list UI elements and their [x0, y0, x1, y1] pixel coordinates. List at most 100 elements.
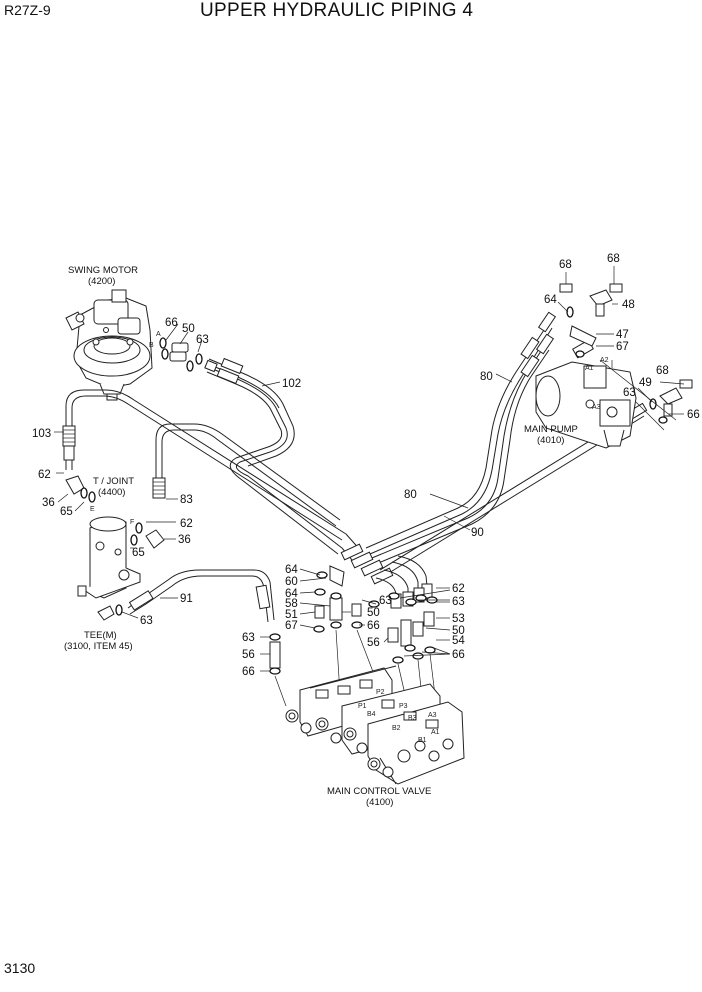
swing-motor-fittings: [159, 337, 203, 372]
callout-60: 60: [285, 576, 298, 588]
callout-68: 68: [656, 365, 669, 377]
callout-54: 54: [452, 635, 465, 647]
callout-66: 66: [452, 649, 465, 661]
o-ring-67-pump: [575, 350, 585, 358]
callout-50: 50: [182, 323, 195, 335]
swing-motor-code: (4200): [88, 276, 115, 287]
callout-numbers: 68 68 64 48 47 67 68 49 63 66 80 80 90 6…: [32, 253, 700, 678]
valve-fittings: [269, 565, 439, 721]
swing-motor-drawing: [65, 289, 153, 401]
adapter-56-right: [400, 619, 412, 647]
callout-64: 64: [285, 564, 298, 576]
leader-lines: [54, 266, 685, 672]
main-control-valve-drawing: [285, 665, 465, 785]
o-ring-66-pump: [658, 416, 668, 424]
main-control-valve-label: MAIN CONTROL VALVE: [327, 786, 431, 797]
callout-64: 64: [544, 294, 557, 306]
port-a1v-label: A1: [431, 729, 440, 736]
port-a3v-label: A3: [428, 712, 437, 719]
callout-51: 51: [285, 609, 298, 621]
callout-103: 103: [32, 428, 51, 440]
port-a2-label: A2: [600, 357, 609, 364]
port-b4-label: B4: [367, 711, 376, 718]
callout-63: 63: [623, 387, 636, 399]
page-title: UPPER HYDRAULIC PIPING 4: [200, 0, 474, 21]
callout-48: 48: [622, 299, 635, 311]
callout-67: 67: [285, 620, 298, 632]
port-b2-label: B2: [392, 725, 401, 732]
main-pump-label: MAIN PUMP: [524, 424, 578, 435]
callout-47: 47: [616, 329, 629, 341]
port-b1-label: B1: [418, 737, 427, 744]
callout-66: 66: [367, 620, 380, 632]
port-p3-label: P3: [399, 703, 408, 710]
callout-66: 66: [242, 666, 255, 678]
swing-motor-label: SWING MOTOR: [68, 265, 138, 276]
port-b3-label: B3: [408, 715, 417, 722]
callout-36: 36: [42, 497, 55, 509]
callout-65: 65: [132, 547, 145, 559]
callout-63: 63: [242, 632, 255, 644]
callout-49: 49: [639, 377, 652, 389]
port-a3-label: A3: [592, 404, 601, 411]
o-ring-63-swing: [195, 353, 203, 365]
callout-80: 80: [404, 489, 417, 501]
tee-label: TEE(M): [84, 630, 117, 641]
t-joint-label: T / JOINT: [93, 476, 134, 487]
adapter-58: [329, 597, 343, 621]
callout-63: 63: [379, 595, 392, 607]
callout-63: 63: [196, 334, 209, 346]
o-ring-64-left: [316, 571, 328, 579]
callout-67: 67: [616, 341, 629, 353]
port-a-label: A: [156, 331, 161, 338]
callout-80: 80: [480, 371, 493, 383]
connector-50-right: [412, 621, 424, 637]
callout-63: 63: [140, 615, 153, 627]
port-a1-label: A1: [585, 365, 594, 372]
callout-62: 62: [452, 583, 465, 595]
port-p1-label: P1: [358, 703, 367, 710]
o-ring-65-tjoint: [80, 487, 88, 499]
t-joint-drawing: [65, 475, 165, 621]
callout-64: 64: [285, 588, 298, 600]
port-p2-label: P2: [376, 689, 385, 696]
port-e-label: E: [90, 506, 95, 513]
callout-50: 50: [452, 625, 465, 637]
hose-bundle: [62, 311, 648, 623]
callout-91: 91: [180, 593, 193, 605]
callout-68: 68: [607, 253, 620, 265]
callout-56: 56: [242, 649, 255, 661]
main-control-valve-code: (4100): [366, 797, 393, 808]
connector-50: [351, 603, 362, 617]
main-pump-code: (4010): [537, 435, 564, 446]
callout-62: 62: [38, 469, 51, 481]
callout-65: 65: [60, 506, 73, 518]
callout-102: 102: [282, 378, 301, 390]
callout-83: 83: [180, 494, 193, 506]
callout-56: 56: [367, 637, 380, 649]
model-code: R27Z-9: [4, 2, 51, 18]
adapter-56-left: [269, 641, 281, 669]
callout-66: 66: [165, 317, 178, 329]
o-ring-66-swing: [159, 337, 167, 349]
callout-68: 68: [559, 259, 572, 271]
callout-62: 62: [180, 518, 193, 530]
callout-36: 36: [178, 534, 191, 546]
callout-66: 66: [687, 409, 700, 421]
tee-code: (3100, ITEM 45): [64, 641, 133, 652]
o-ring-64-pump: [566, 306, 574, 318]
t-joint-code: (4400): [98, 487, 125, 498]
callout-53: 53: [452, 613, 465, 625]
callout-90: 90: [471, 527, 484, 539]
port-b-label: B: [149, 342, 154, 349]
main-pump-drawing: [535, 283, 693, 449]
adapter-51: [314, 605, 325, 619]
port-f-label: F: [130, 519, 134, 526]
callout-63: 63: [452, 596, 465, 608]
connector-50-swing: [171, 342, 189, 353]
page-number: 3130: [4, 960, 36, 976]
o-ring-swing-b: [161, 348, 169, 360]
callout-58: 58: [285, 598, 298, 610]
callout-50: 50: [367, 607, 380, 619]
